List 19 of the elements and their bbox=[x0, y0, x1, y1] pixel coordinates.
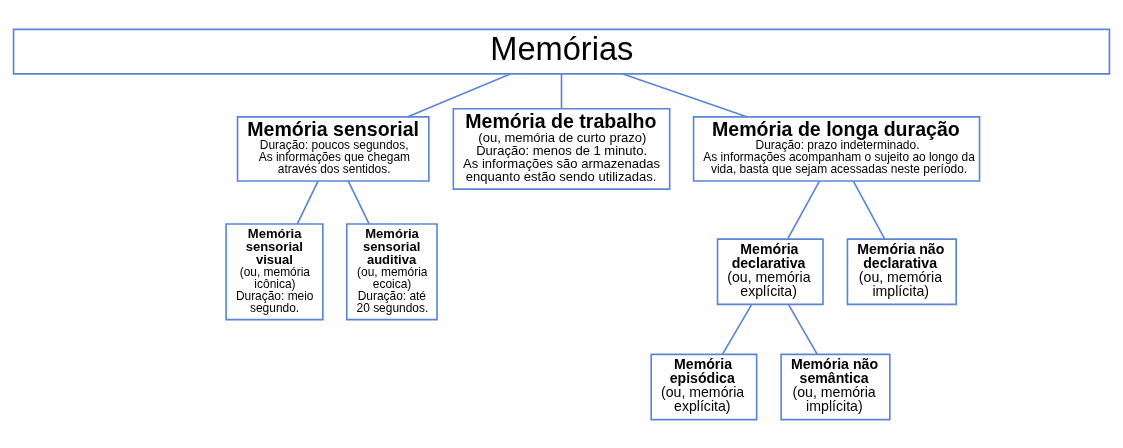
connector bbox=[721, 303, 753, 355]
node-box: Memória de longa duração Duração: prazo indeterminado. As informações acompanham o sujeito ao longo da vida, basta que sejam acessadas neste período. bbox=[692, 115, 981, 182]
node-box: Memória episódica (ou, memória explícita) bbox=[650, 353, 758, 420]
connector bbox=[296, 179, 319, 225]
connector bbox=[852, 179, 886, 240]
node-box: Memória de trabalho (ou, memória de curto prazo) Duração: menos de 1 minuto. As informações são armazenadas enquanto estão sendo utilizadas. bbox=[452, 107, 671, 190]
connector bbox=[787, 303, 819, 355]
node-box: Memória declarativa (ou, memória explícita) bbox=[716, 237, 824, 305]
node-box: Memórias bbox=[12, 28, 1111, 75]
connector bbox=[407, 72, 512, 118]
node-box: Memória não semântica (ou, memória implícita) bbox=[780, 353, 891, 420]
node-box: Memória sensorial Duração: poucos segundos, As informações que chegam através dos sentidos. bbox=[236, 115, 430, 182]
node-box: Memória sensorial visual (ou, memória icônica) Duração: meio segundo. bbox=[225, 222, 324, 320]
connector bbox=[622, 72, 748, 118]
connector bbox=[347, 179, 370, 225]
node-box: Memória não declarativa (ou, memória implícita) bbox=[846, 237, 957, 305]
connector bbox=[560, 73, 563, 109]
node-box: Memória sensorial auditiva (ou, memória ecoica) Duração: até 20 segundos. bbox=[345, 222, 438, 320]
connector bbox=[786, 179, 821, 240]
